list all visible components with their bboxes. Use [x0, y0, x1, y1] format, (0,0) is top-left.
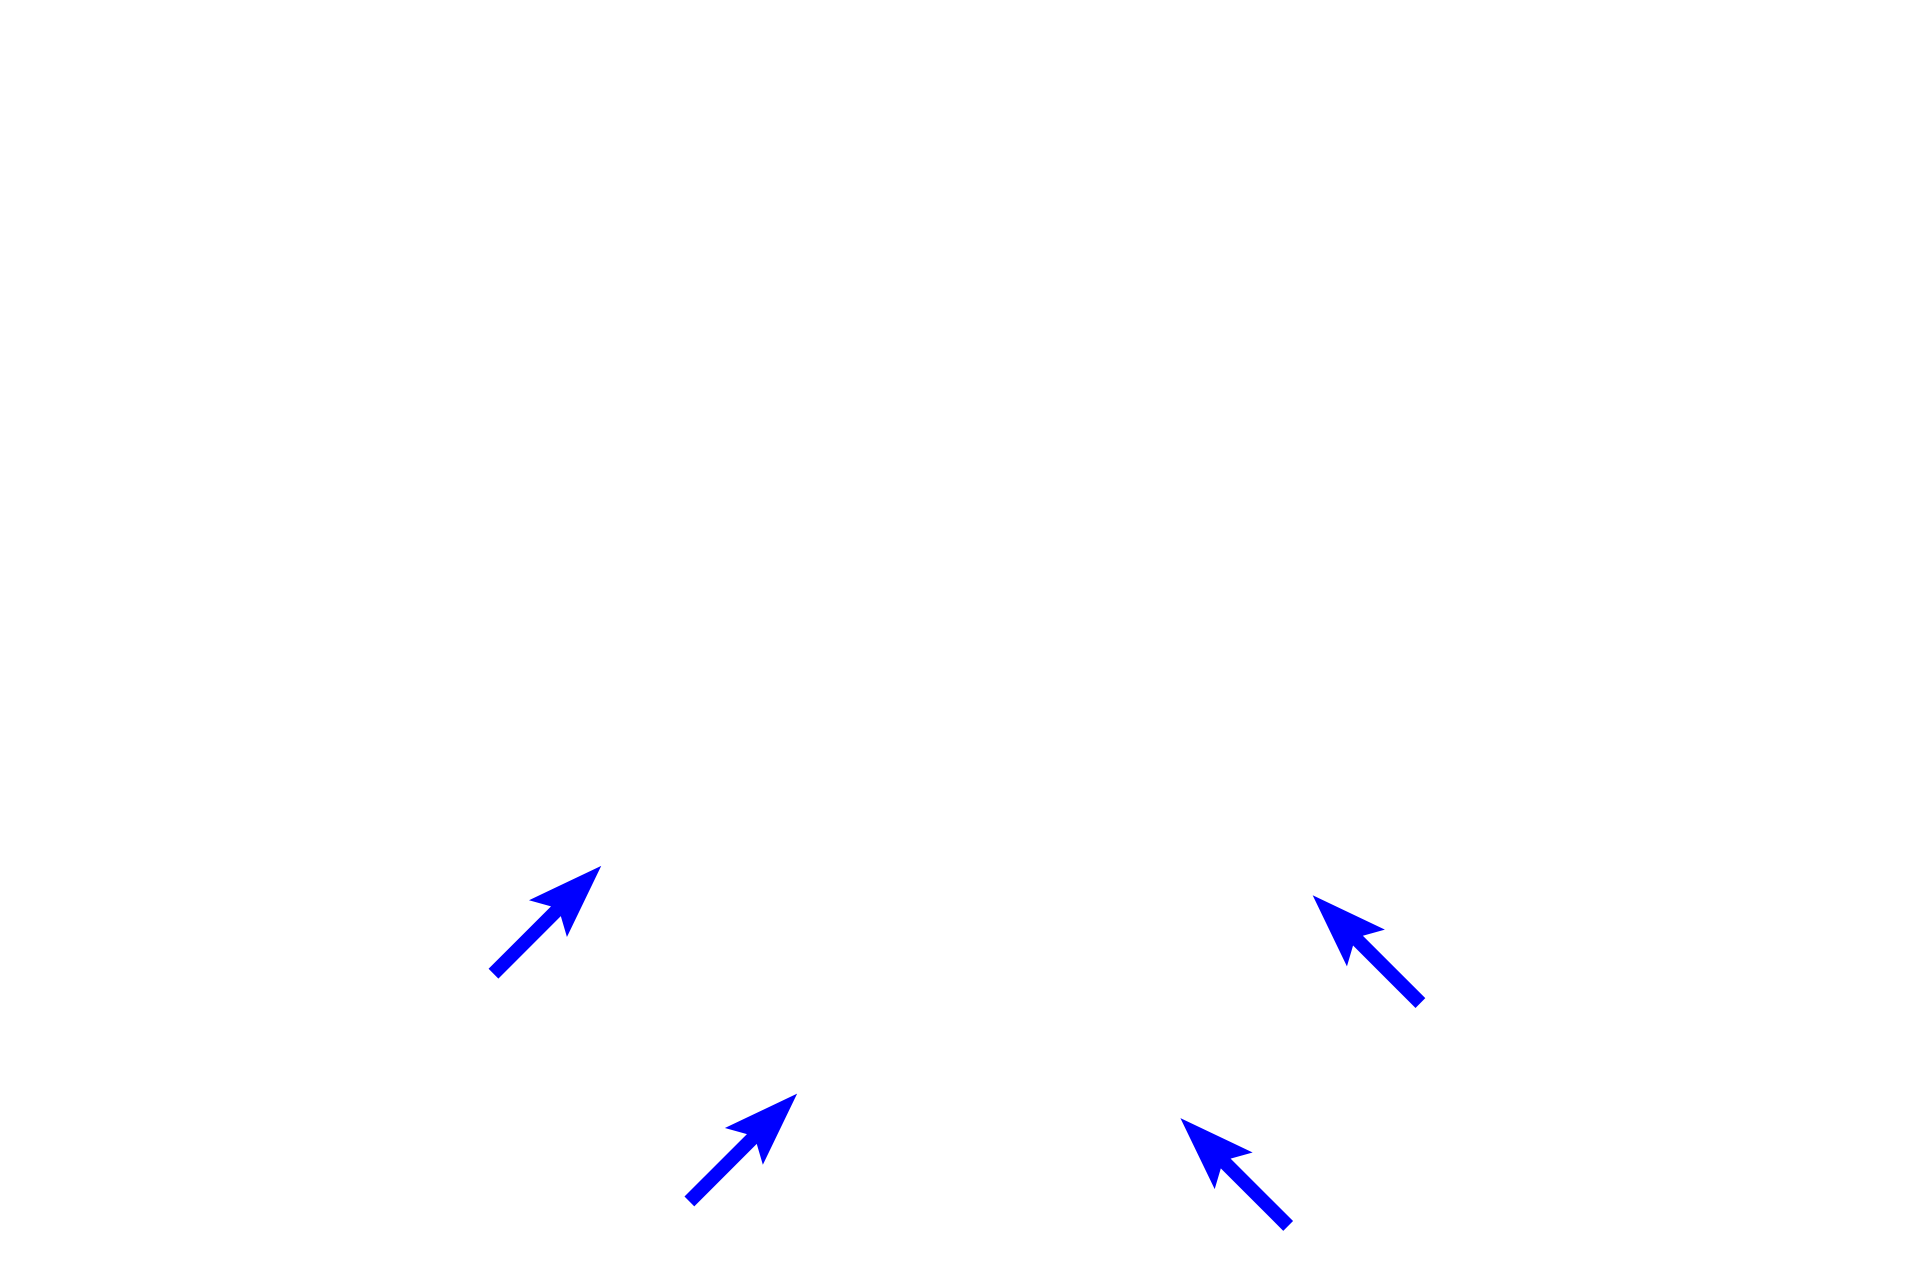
arrow-3-icon — [1312, 895, 1426, 1008]
arrow-4-icon — [1180, 1118, 1294, 1231]
arrow-1-icon — [488, 865, 602, 979]
arrow-2-icon — [684, 1093, 798, 1207]
